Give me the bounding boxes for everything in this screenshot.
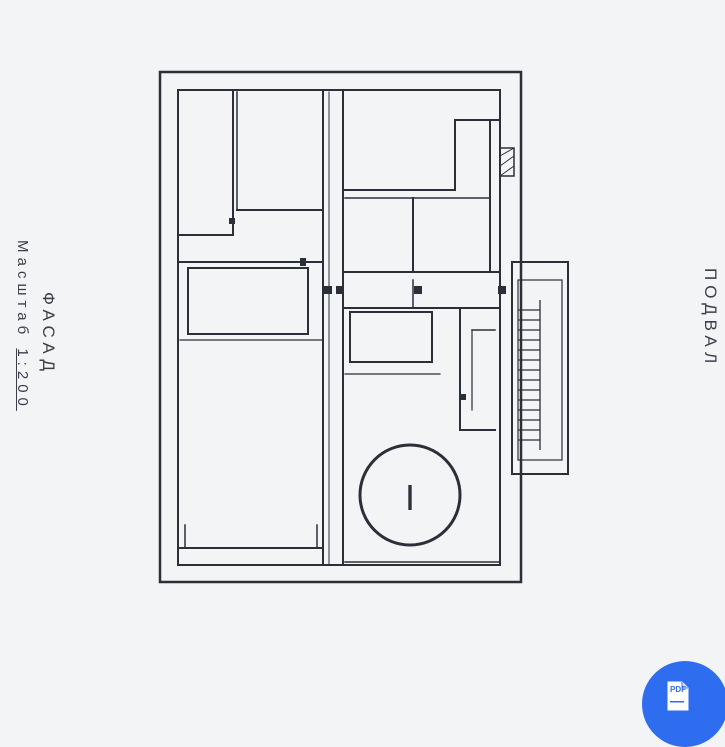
scale-label: Масштаб 1:200: [14, 240, 31, 411]
vent-shaft: [499, 147, 515, 177]
pdf-badge-label: PDF: [670, 685, 686, 694]
scale-prefix: Масштаб: [14, 240, 31, 349]
floor-plan-page: I ФАСАД Масштаб 1:200 ПОДВАЛ PDF: [14, 70, 725, 747]
round-pool: [358, 443, 462, 547]
columns: [229, 218, 506, 400]
stair-steps: [518, 300, 541, 450]
room-wall: [187, 267, 309, 335]
scale-value: 1:200: [14, 348, 31, 411]
room-wall: [349, 311, 433, 363]
pdf-download-button[interactable]: PDF: [642, 661, 725, 747]
basement-label: ПОДВАЛ: [701, 268, 720, 369]
inner-wall: [177, 89, 501, 566]
outer-wall: [158, 70, 523, 584]
stair-block: [511, 261, 569, 475]
room-number: I: [405, 477, 415, 518]
pdf-file-icon: [667, 681, 689, 711]
facade-label: ФАСАД: [39, 292, 58, 376]
floor-plan-drawing: I: [158, 70, 569, 584]
